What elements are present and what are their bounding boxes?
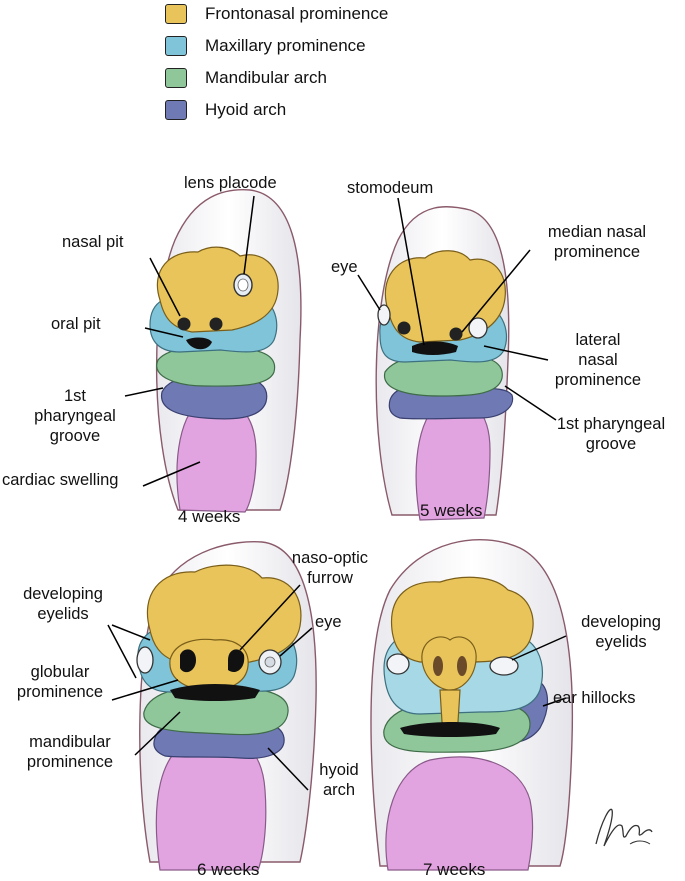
nasal-pit-right-5w [449,327,463,341]
label-nasal-pit: nasal pit [62,233,124,251]
label-eye-5w: eye [331,258,358,276]
panel-4-weeks-drawing [149,189,302,513]
eyelid-left-7w [386,653,410,675]
legend-item-frontonasal: Frontonasal prominence [165,2,388,26]
label-developing-eyelids-7w: developing eyelids [581,613,661,651]
panel-title-4-weeks: 4 weeks [178,507,241,526]
nasal-pit-right-4w [209,317,223,331]
nasal-pit-right-6w [228,649,245,673]
label-developing-eyelids-6w: developing eyelids [23,585,103,623]
legend-swatch-mandibular [165,68,187,88]
frontonasal-prominence-7w [390,576,534,663]
label-lateral-nasal-prominence: lateral nasal prominence [554,331,642,389]
mouth-7w [400,722,500,737]
label-globular-prominence: globular prominence [16,663,104,701]
legend-swatch-frontonasal [165,4,187,24]
legend-item-mandibular: Mandibular arch [165,66,327,90]
nasal-pit-left-6w [180,649,196,673]
eye-right-5w [468,317,488,339]
legend-swatch-hyoid [165,100,187,120]
eye-5w [377,304,391,326]
legend-label: Frontonasal prominence [205,4,389,23]
label-stomodeum: stomodeum [347,179,434,197]
label-median-nasal-prominence: median nasal prominence [547,223,647,261]
label-mandibular-prominence: mandibular prominence [26,733,114,771]
label-cardiac-swelling: cardiac swelling [2,471,119,489]
oral-pit-4w [186,337,212,350]
artist-signature [595,808,653,847]
mouth-6w [170,684,260,701]
eyelid-left-6w [136,646,154,674]
legend-label: Mandibular arch [205,68,327,87]
eyelid-right-7w [489,656,519,676]
nasal-pit-left-4w [177,317,191,331]
legend-label: Hyoid arch [205,100,287,119]
legend-label: Maxillary prominence [205,36,366,55]
cardiac-swelling-7w [385,756,534,871]
panel-title-6-weeks: 6 weeks [197,860,260,879]
leader-lines [107,195,567,791]
panel-5-weeks-drawing [375,206,514,521]
panel-title-5-weeks: 5 weeks [420,501,483,520]
legend-item-maxillary: Maxillary prominence [165,34,366,58]
legend-item-hyoid: Hyoid arch [165,98,286,122]
legend-swatch-maxillary [165,36,187,56]
nasal-pit-left-5w [397,321,411,335]
panel-title-7-weeks: 7 weeks [423,860,486,879]
mandibular-arch-4w [156,345,276,387]
label-lens-placode: lens placode [184,174,277,192]
label-oral-pit: oral pit [51,315,101,333]
panel-7-weeks-drawing [370,538,574,871]
label-eye-6w: eye [315,613,342,631]
panel-6-weeks-drawing [136,541,317,871]
frontonasal-prominence-4w [156,246,279,333]
label-1st-pharyngeal-groove-4w: 1st pharyngeal groove [34,387,116,445]
label-ear-hillocks: ear hillocks [553,689,636,707]
label-1st-pharyngeal-groove-5w: 1st pharyngeal groove [556,415,666,453]
label-hyoid-arch: hyoid arch [319,761,359,799]
label-naso-optic-furrow: naso-optic furrow [291,549,369,587]
